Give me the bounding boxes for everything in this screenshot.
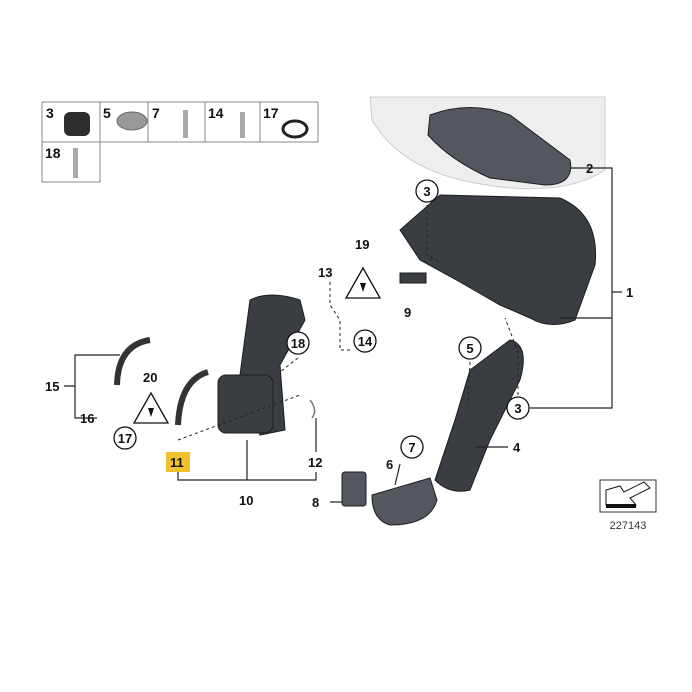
- callout-17: 17: [118, 431, 132, 446]
- callout-circle-14: [353, 329, 377, 353]
- part-8-grille: [341, 471, 367, 507]
- table-cell-14: 14: [208, 105, 224, 121]
- callout-3b: 3: [514, 401, 521, 416]
- plug-icon: [360, 283, 366, 292]
- callout-circle-3a: [415, 179, 439, 203]
- callout-circle-7: [400, 435, 424, 459]
- callout-20: 20: [143, 370, 157, 385]
- parts-table: 3 5 7 14 17 18: [41, 101, 319, 183]
- callout-9: 9: [404, 305, 411, 320]
- callout-14: 14: [358, 334, 373, 349]
- callout-6: 6: [386, 457, 393, 472]
- table-cell-17: 17: [263, 105, 279, 121]
- table-cell-18: 18: [45, 145, 61, 161]
- callout-10: 10: [239, 493, 253, 508]
- callout-15: 15: [45, 379, 59, 394]
- callout-5: 5: [466, 341, 473, 356]
- callout-2: 2: [586, 161, 593, 176]
- callout-circle-17: [113, 426, 137, 450]
- callout-circle-3b: [506, 396, 530, 420]
- part-15-hose: [114, 337, 151, 386]
- callout-1: 1: [626, 285, 633, 300]
- diagram-number: 227143: [610, 520, 647, 532]
- highlight-11: [166, 452, 190, 472]
- table-cell-7: 7: [152, 105, 160, 121]
- part-10-resonator: [217, 374, 274, 434]
- callout-circle-5: [458, 336, 482, 360]
- part-9-clip: [399, 272, 427, 284]
- grommet-icon: [64, 112, 90, 136]
- o-ring-icon: [281, 119, 309, 139]
- part-11-hose: [175, 369, 210, 426]
- screw-icon: [183, 110, 188, 138]
- part-4-duct: [434, 339, 524, 492]
- diagram-reference-icon: [599, 479, 657, 513]
- callout-19: 19: [355, 237, 369, 252]
- callout-12: 12: [308, 455, 322, 470]
- callout-4: 4: [513, 440, 521, 455]
- callout-11: 11: [170, 455, 184, 470]
- plug-icon: [148, 408, 154, 417]
- part-1-airbox: [399, 194, 597, 325]
- nut-icon: [116, 111, 148, 131]
- callout-3a: 3: [423, 184, 430, 199]
- callout-circle-18: [286, 331, 310, 355]
- screw-icon: [240, 112, 245, 138]
- part-2-cover: [427, 107, 572, 186]
- table-cell-3: 3: [46, 105, 54, 121]
- callout-18: 18: [291, 336, 305, 351]
- bolt-icon: [73, 148, 78, 178]
- part-12-clip: [309, 399, 316, 419]
- callout-13: 13: [318, 265, 332, 280]
- callout-8: 8: [312, 495, 319, 510]
- leader-lines: [64, 167, 622, 503]
- part-6-duct: [371, 477, 438, 526]
- callout-7: 7: [408, 440, 415, 455]
- table-cell-5: 5: [103, 105, 111, 121]
- callout-16: 16: [80, 411, 94, 426]
